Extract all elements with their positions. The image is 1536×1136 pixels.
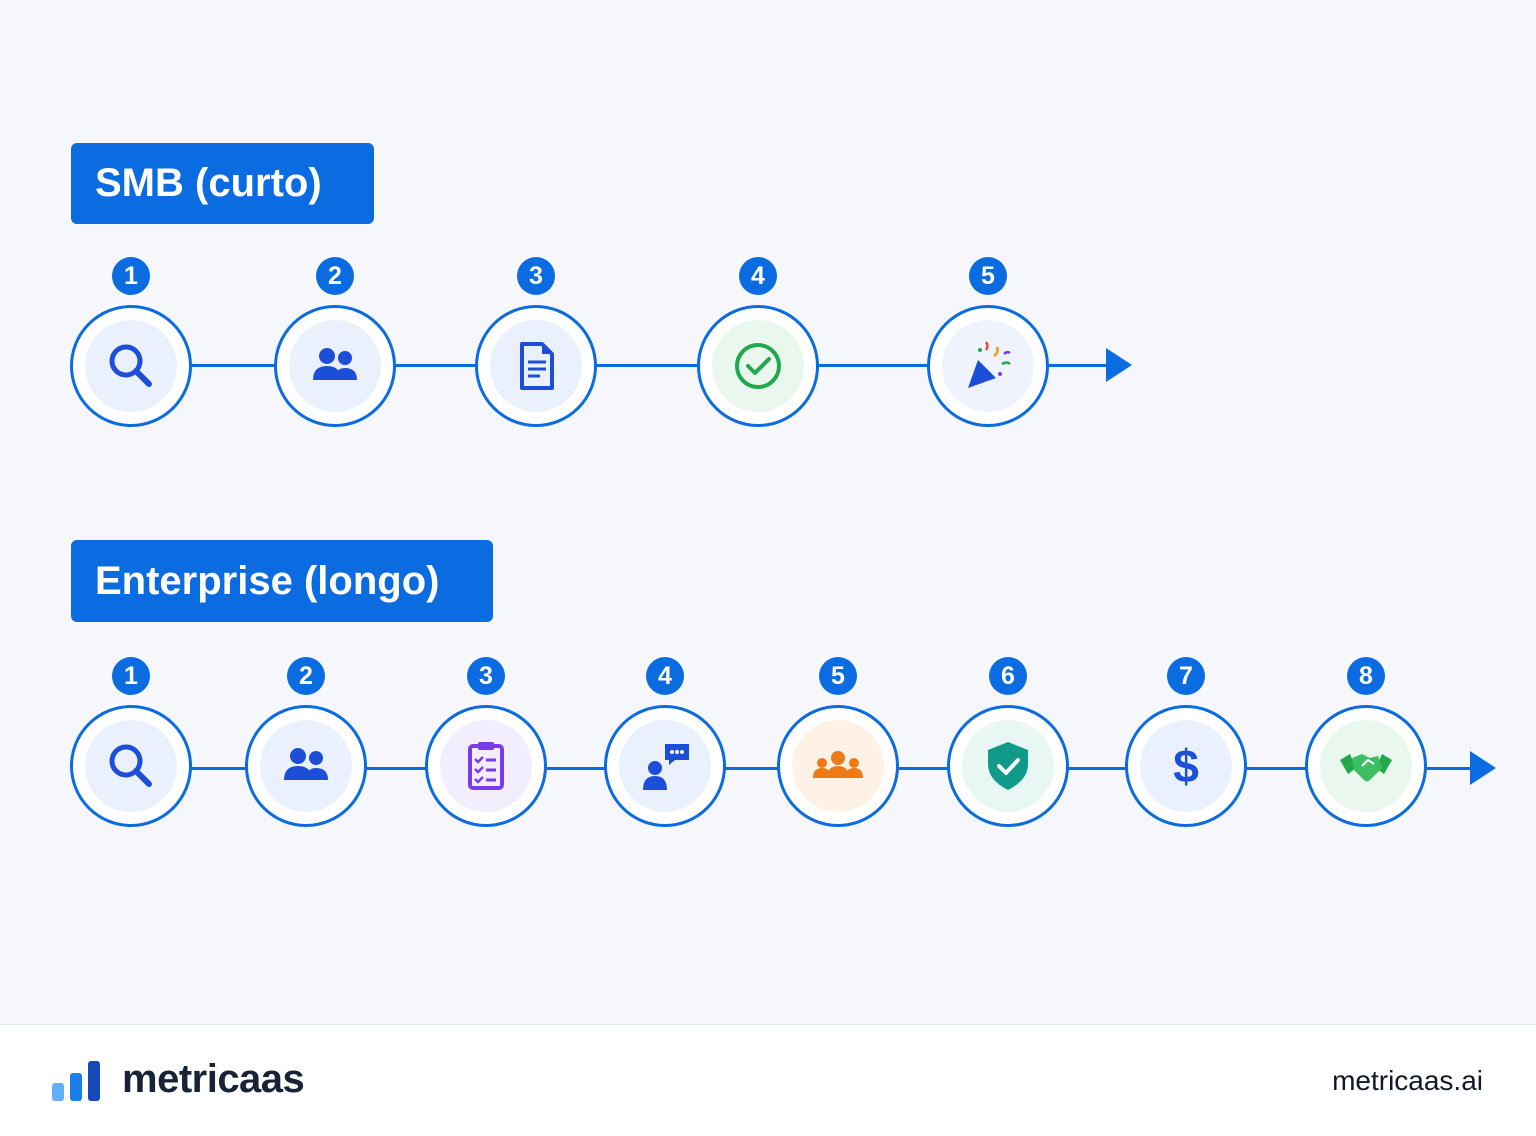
check-circle-icon (712, 320, 804, 412)
smb-step-4: 4 (697, 255, 819, 427)
step-circle (1305, 705, 1427, 827)
step-circle (70, 305, 192, 427)
step-number-badge: 4 (646, 657, 684, 695)
enterprise-step-6: 6 (947, 655, 1069, 827)
users-icon (289, 320, 381, 412)
arrow-head-icon (1106, 348, 1132, 382)
step-number-badge: 3 (517, 257, 555, 295)
enterprise-step-8: 8 (1305, 655, 1427, 827)
smb-step-3: 3 (475, 255, 597, 427)
step-circle (245, 705, 367, 827)
smb-step-5: 5 (927, 255, 1049, 427)
smb-label-text: SMB (curto) (95, 161, 322, 205)
step-number-badge: 4 (739, 257, 777, 295)
step-number-badge: 5 (819, 657, 857, 695)
step-number-badge: 2 (287, 657, 325, 695)
brand-name: metricaas (122, 1057, 305, 1101)
smb-timeline: 1 2 3 4 5 (0, 255, 1536, 435)
step-circle (604, 705, 726, 827)
enterprise-step-3: 3 (425, 655, 547, 827)
step-number-badge: 7 (1167, 657, 1205, 695)
step-circle (70, 705, 192, 827)
dollar-icon: $ (1140, 720, 1232, 812)
enterprise-step-7: 7 $ (1125, 655, 1247, 827)
step-number-badge: 2 (316, 257, 354, 295)
step-circle (274, 305, 396, 427)
enterprise-step-2: 2 (245, 655, 367, 827)
timeline-line (131, 364, 1111, 367)
users-icon (260, 720, 352, 812)
enterprise-timeline: 1 2 3 4 5 (0, 655, 1536, 835)
enterprise-step-4: 4 (604, 655, 726, 827)
enterprise-label: Enterprise (longo) (71, 540, 493, 622)
shield-check-icon (962, 720, 1054, 812)
brand-logo-icon (52, 1061, 100, 1101)
step-number-badge: 8 (1347, 657, 1385, 695)
document-icon (490, 320, 582, 412)
enterprise-step-1: 1 (70, 655, 192, 827)
site-url[interactable]: metricaas.ai (1332, 1065, 1483, 1096)
search-icon (85, 720, 177, 812)
step-number-badge: 1 (112, 657, 150, 695)
step-circle (697, 305, 819, 427)
team-icon (792, 720, 884, 812)
arrow-head-icon (1470, 751, 1496, 785)
search-icon (85, 320, 177, 412)
handshake-icon (1320, 720, 1412, 812)
svg-text:$: $ (1173, 740, 1199, 792)
smb-step-2: 2 (274, 255, 396, 427)
step-number-badge: 1 (112, 257, 150, 295)
step-number-badge: 5 (969, 257, 1007, 295)
smb-label: SMB (curto) (71, 143, 374, 224)
enterprise-step-5: 5 (777, 655, 899, 827)
step-number-badge: 6 (989, 657, 1027, 695)
party-popper-icon (942, 320, 1034, 412)
step-circle (475, 305, 597, 427)
smb-step-1: 1 (70, 255, 192, 427)
step-circle (947, 705, 1069, 827)
clipboard-checklist-icon (440, 720, 532, 812)
user-chat-icon (619, 720, 711, 812)
step-circle: $ (1125, 705, 1247, 827)
step-circle (777, 705, 899, 827)
step-circle (927, 305, 1049, 427)
step-circle (425, 705, 547, 827)
enterprise-label-text: Enterprise (longo) (95, 558, 440, 603)
step-number-badge: 3 (467, 657, 505, 695)
footer: metricaas metricaas.ai (0, 1024, 1536, 1136)
